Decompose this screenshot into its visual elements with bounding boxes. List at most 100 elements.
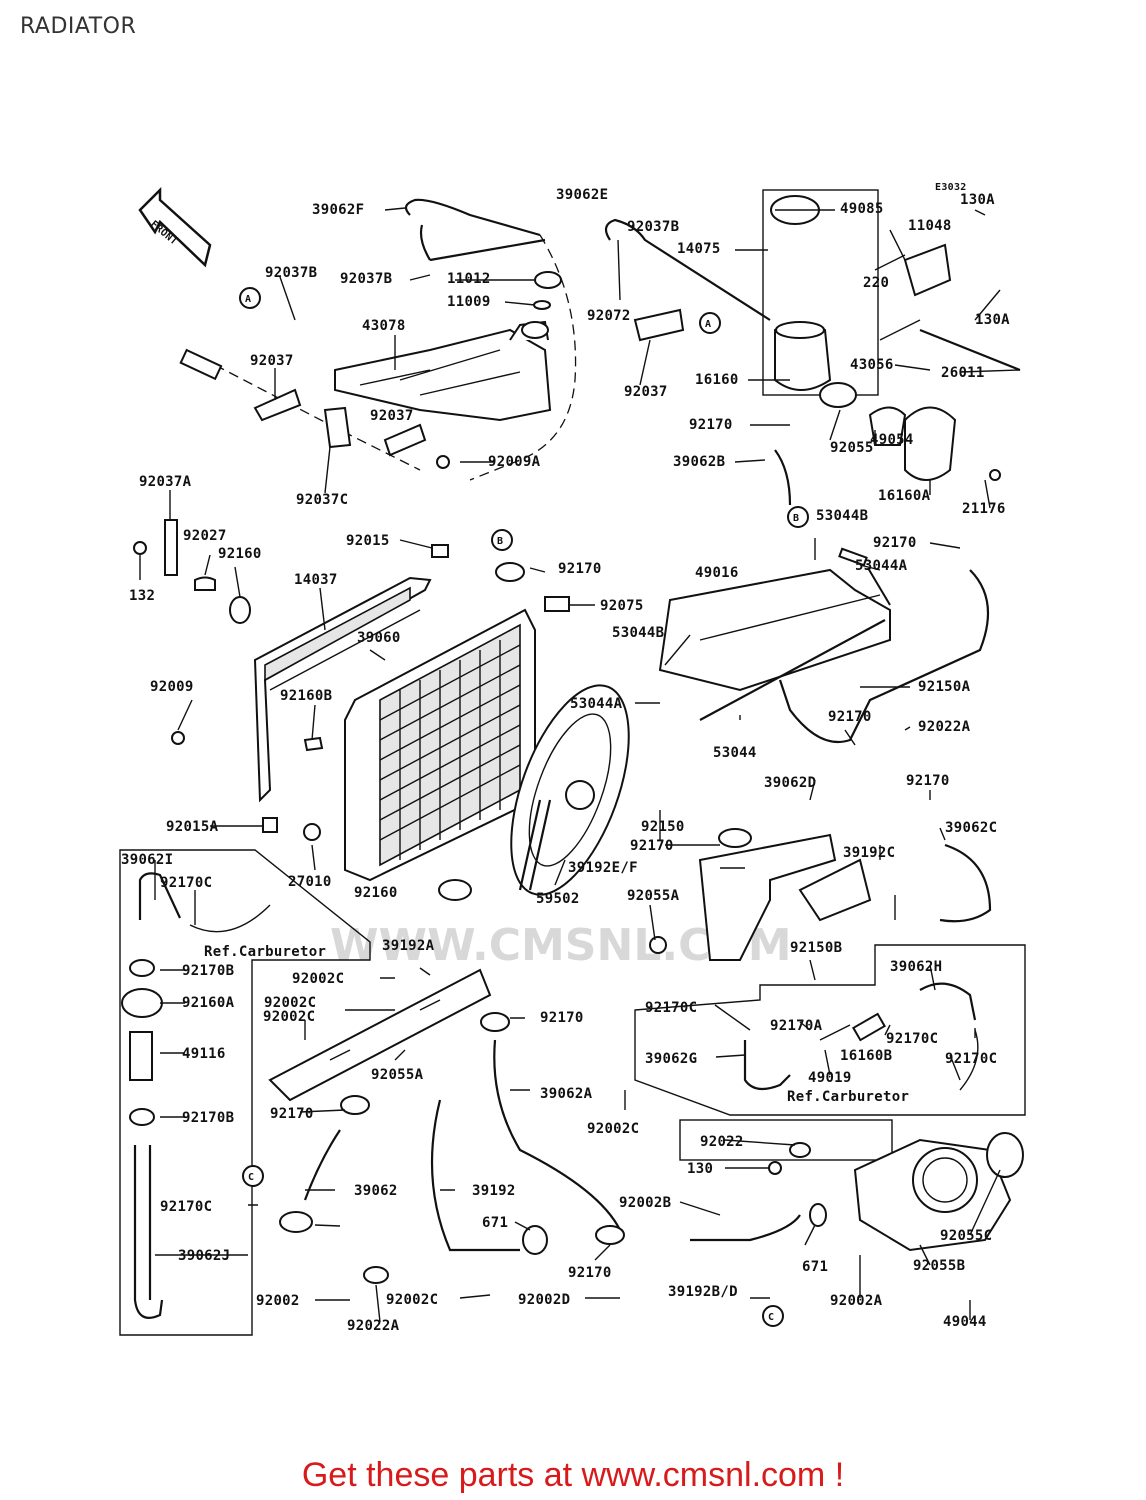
- part-label[interactable]: 671: [482, 1215, 508, 1231]
- part-label[interactable]: 92075: [600, 598, 644, 614]
- part-label[interactable]: 92002D: [518, 1292, 570, 1308]
- part-label[interactable]: 59502: [536, 891, 580, 907]
- part-label[interactable]: 92002C: [264, 995, 316, 1011]
- part-label[interactable]: 39192: [472, 1183, 516, 1199]
- part-label[interactable]: 92055B: [913, 1258, 965, 1274]
- part-label[interactable]: 130A: [960, 192, 995, 208]
- part-label[interactable]: 11009: [447, 294, 491, 310]
- part-label[interactable]: 92022A: [918, 719, 971, 735]
- part-label[interactable]: 130A: [975, 312, 1010, 328]
- part-label[interactable]: 92160A: [182, 995, 235, 1011]
- part-label[interactable]: 132: [129, 588, 155, 604]
- part-label[interactable]: 92170C: [160, 1199, 212, 1215]
- part-label[interactable]: 11012: [447, 271, 491, 287]
- part-label[interactable]: 92022A: [347, 1318, 400, 1334]
- part-label[interactable]: 92170: [630, 838, 674, 854]
- part-label[interactable]: 53044B: [816, 508, 868, 524]
- part-label[interactable]: 92170C: [160, 875, 212, 891]
- part-label[interactable]: 92037: [370, 408, 414, 424]
- part-label[interactable]: 92055A: [371, 1067, 424, 1083]
- part-label[interactable]: 671: [802, 1259, 828, 1275]
- part-label[interactable]: 39062E: [556, 187, 608, 203]
- part-label[interactable]: 53044A: [855, 558, 908, 574]
- part-label[interactable]: 92170: [270, 1106, 314, 1122]
- part-label[interactable]: 92170C: [645, 1000, 697, 1016]
- part-label[interactable]: 16160B: [840, 1048, 892, 1064]
- part-label[interactable]: 49019: [808, 1070, 852, 1086]
- part-label[interactable]: 39060: [357, 630, 401, 646]
- part-label[interactable]: 92037C: [296, 492, 348, 508]
- part-label[interactable]: 43078: [362, 318, 406, 334]
- part-label[interactable]: 92150B: [790, 940, 842, 956]
- part-label[interactable]: 92170: [558, 561, 602, 577]
- part-label[interactable]: 39192E/F: [568, 860, 638, 876]
- part-label[interactable]: 53044: [713, 745, 757, 761]
- part-label[interactable]: 92170: [828, 709, 872, 725]
- part-label[interactable]: 39062J: [178, 1248, 230, 1264]
- part-label[interactable]: 92170: [540, 1010, 584, 1026]
- part-label[interactable]: 92072: [587, 308, 631, 324]
- part-label[interactable]: 92037B: [627, 219, 679, 235]
- part-label[interactable]: 92002C: [263, 1009, 315, 1025]
- part-label[interactable]: 92002C: [292, 971, 344, 987]
- part-label[interactable]: 49016: [695, 565, 739, 581]
- part-label[interactable]: 92150: [641, 819, 685, 835]
- part-label[interactable]: 92170C: [886, 1031, 938, 1047]
- part-label[interactable]: 21176: [962, 501, 1006, 517]
- part-label[interactable]: 39062D: [764, 775, 816, 791]
- part-label[interactable]: 39062A: [540, 1086, 593, 1102]
- part-label[interactable]: 92037A: [139, 474, 192, 490]
- part-label[interactable]: 92160: [218, 546, 262, 562]
- part-label[interactable]: 53044A: [570, 696, 623, 712]
- part-label[interactable]: 53044B: [612, 625, 664, 641]
- part-label[interactable]: 92170: [568, 1265, 612, 1281]
- part-label[interactable]: 49116: [182, 1046, 226, 1062]
- part-label[interactable]: 92150A: [918, 679, 971, 695]
- part-label[interactable]: 92055A: [627, 888, 680, 904]
- part-label[interactable]: 92002: [256, 1293, 300, 1309]
- part-label[interactable]: 39062C: [945, 820, 997, 836]
- part-label[interactable]: 92002B: [619, 1195, 671, 1211]
- part-label[interactable]: 26011: [941, 365, 985, 381]
- part-label[interactable]: 92009: [150, 679, 194, 695]
- part-label[interactable]: 92027: [183, 528, 227, 544]
- part-label[interactable]: 130: [687, 1161, 713, 1177]
- part-label[interactable]: 14075: [677, 241, 721, 257]
- part-label[interactable]: 27010: [288, 874, 332, 890]
- part-label[interactable]: 39062: [354, 1183, 398, 1199]
- part-label[interactable]: 11048: [908, 218, 952, 234]
- part-label[interactable]: 92037: [624, 384, 668, 400]
- part-label[interactable]: 92037B: [265, 265, 317, 281]
- part-label[interactable]: 16160A: [878, 488, 931, 504]
- part-label[interactable]: 92160: [354, 885, 398, 901]
- part-label[interactable]: 92170C: [945, 1051, 997, 1067]
- part-label[interactable]: 49085: [840, 201, 884, 217]
- part-label[interactable]: 92170A: [770, 1018, 823, 1034]
- part-label[interactable]: 14037: [294, 572, 338, 588]
- part-label[interactable]: 92055C: [940, 1228, 992, 1244]
- part-label[interactable]: 92037: [250, 353, 294, 369]
- part-label[interactable]: 92170B: [182, 1110, 234, 1126]
- part-label[interactable]: 92015A: [166, 819, 219, 835]
- part-label[interactable]: 92002C: [587, 1121, 639, 1137]
- part-label[interactable]: 39062I: [121, 852, 173, 868]
- part-label[interactable]: 92022: [700, 1134, 744, 1150]
- part-label[interactable]: 92170: [873, 535, 917, 551]
- part-label[interactable]: 39062G: [645, 1051, 697, 1067]
- part-label[interactable]: 92009A: [488, 454, 541, 470]
- part-label[interactable]: 92037B: [340, 271, 392, 287]
- footer-cta[interactable]: Get these parts at www.cmsnl.com !: [301, 1456, 845, 1494]
- part-label[interactable]: 92170: [689, 417, 733, 433]
- part-label[interactable]: 39062B: [673, 454, 725, 470]
- part-label[interactable]: 39192A: [382, 938, 435, 954]
- part-label[interactable]: 39192B/D: [668, 1284, 738, 1300]
- part-label[interactable]: 49054: [870, 432, 914, 448]
- part-label[interactable]: 43056: [850, 357, 894, 373]
- part-label[interactable]: 16160: [695, 372, 739, 388]
- part-label[interactable]: 92170B: [182, 963, 234, 979]
- part-label[interactable]: 92170: [906, 773, 950, 789]
- part-label[interactable]: 92002C: [386, 1292, 438, 1308]
- part-label[interactable]: 92015: [346, 533, 390, 549]
- part-label[interactable]: 220: [863, 275, 889, 291]
- part-label[interactable]: 49044: [943, 1314, 987, 1330]
